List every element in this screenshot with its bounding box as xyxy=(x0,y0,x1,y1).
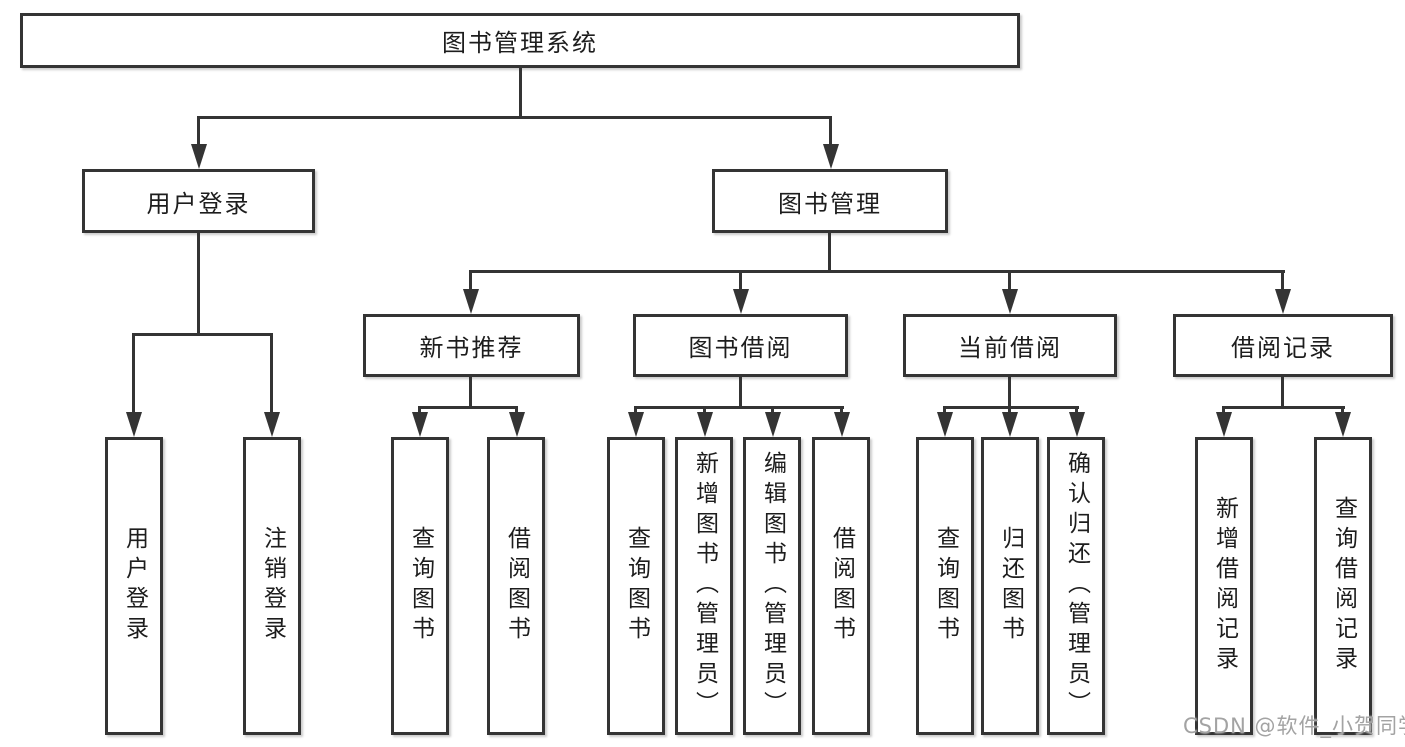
leaf-borrow-book-2: 借阅图书 xyxy=(812,437,870,735)
node-new-book-recommend: 新书推荐 xyxy=(363,314,580,377)
connector-bar xyxy=(1222,406,1345,409)
leaf-logout: 注销登录 xyxy=(243,437,301,735)
node-user-login-label: 用户登录 xyxy=(146,189,251,218)
leaf-user-login: 用户登录 xyxy=(105,437,163,735)
leaf-edit-book-admin: 编辑图书（管理员） xyxy=(743,437,801,735)
arrow-down-icon xyxy=(1002,289,1018,314)
leaf-user-login-label: 用户登录 xyxy=(121,526,148,646)
connector-stem xyxy=(1281,377,1284,408)
arrow-down-icon xyxy=(834,412,850,437)
connector-bar xyxy=(634,406,844,409)
arrow-down-icon xyxy=(463,289,479,314)
leaf-add-book-admin: 新增图书（管理员） xyxy=(675,437,733,735)
connector-drop xyxy=(1075,406,1078,415)
node-root: 图书管理系统 xyxy=(20,13,1020,68)
node-current-borrow-label: 当前借阅 xyxy=(958,334,1062,362)
node-new-book-recommend-label: 新书推荐 xyxy=(419,334,524,362)
connector-root-bar xyxy=(197,116,831,119)
connector-stem xyxy=(739,377,742,408)
connector-bar xyxy=(418,406,518,409)
leaf-query-borrow-record-label: 查询借阅记录 xyxy=(1330,496,1357,676)
connector-drop xyxy=(418,406,421,415)
connector-drop xyxy=(703,406,706,415)
leaf-query-book-1-label: 查询图书 xyxy=(407,526,434,646)
arrow-down-icon xyxy=(937,412,953,437)
arrow-down-icon xyxy=(1002,412,1018,437)
connector-drop xyxy=(270,333,273,415)
connector-stem xyxy=(1008,377,1011,408)
node-current-borrow: 当前借阅 xyxy=(903,314,1117,377)
connector-drop xyxy=(197,116,200,146)
connector-user-login-bar xyxy=(132,333,273,336)
leaf-edit-book-admin-label: 编辑图书（管理员） xyxy=(759,451,786,721)
arrow-down-icon xyxy=(264,412,280,437)
arrow-down-icon xyxy=(628,412,644,437)
connector-stem xyxy=(469,377,472,408)
leaf-query-book-2: 查询图书 xyxy=(607,437,665,735)
connector-drop xyxy=(469,270,472,291)
arrow-down-icon xyxy=(191,144,207,169)
connector-drop xyxy=(943,406,946,415)
connector-root-stem xyxy=(519,68,522,118)
arrow-down-icon xyxy=(697,412,713,437)
node-book-borrow: 图书借阅 xyxy=(633,314,848,377)
connector-drop xyxy=(515,406,518,415)
leaf-query-book-1: 查询图书 xyxy=(391,437,449,735)
connector-user-login-stem xyxy=(197,233,200,335)
connector-drop xyxy=(132,333,135,415)
node-book-management-label: 图书管理 xyxy=(778,189,882,218)
arrow-down-icon xyxy=(1275,289,1291,314)
leaf-add-borrow-record: 新增借阅记录 xyxy=(1195,437,1253,735)
leaf-return-book-label: 归还图书 xyxy=(997,526,1024,646)
connector-drop xyxy=(1281,270,1284,291)
connector-drop xyxy=(1008,406,1011,415)
connector-drop xyxy=(1008,270,1011,291)
arrow-down-icon xyxy=(823,144,839,169)
csdn-watermark: CSDN @软件_小贺同学 xyxy=(1183,714,1405,738)
node-borrow-record-label: 借阅记录 xyxy=(1231,334,1335,362)
leaf-confirm-return-admin: 确认归还（管理员） xyxy=(1047,437,1105,735)
node-borrow-record: 借阅记录 xyxy=(1173,314,1393,377)
leaf-add-borrow-record-label: 新增借阅记录 xyxy=(1211,496,1238,676)
leaf-add-book-admin-label: 新增图书（管理员） xyxy=(691,451,718,721)
connector-drop xyxy=(739,270,742,291)
leaf-query-borrow-record: 查询借阅记录 xyxy=(1314,437,1372,735)
connector-bar xyxy=(943,406,1079,409)
node-root-label: 图书管理系统 xyxy=(442,29,598,57)
connector-drop xyxy=(1341,406,1344,415)
connector-drop xyxy=(771,406,774,415)
leaf-query-book-2-label: 查询图书 xyxy=(623,526,650,646)
connector-book-mgmt-stem xyxy=(828,233,831,272)
leaf-logout-label: 注销登录 xyxy=(259,526,286,646)
arrow-down-icon xyxy=(509,412,525,437)
leaf-return-book: 归还图书 xyxy=(981,437,1039,735)
connector-drop xyxy=(1222,406,1225,415)
connector-drop xyxy=(840,406,843,415)
arrow-down-icon xyxy=(1216,412,1232,437)
arrow-down-icon xyxy=(1069,412,1085,437)
leaf-borrow-book-1: 借阅图书 xyxy=(487,437,545,735)
leaf-query-book-3: 查询图书 xyxy=(916,437,974,735)
leaf-borrow-book-2-label: 借阅图书 xyxy=(828,526,855,646)
connector-book-mgmt-bar xyxy=(469,270,1285,273)
arrow-down-icon xyxy=(1335,412,1351,437)
arrow-down-icon xyxy=(412,412,428,437)
arrow-down-icon xyxy=(126,412,142,437)
leaf-borrow-book-1-label: 借阅图书 xyxy=(503,526,530,646)
connector-drop xyxy=(829,116,832,146)
leaf-confirm-return-admin-label: 确认归还（管理员） xyxy=(1063,451,1090,721)
leaf-query-book-3-label: 查询图书 xyxy=(932,526,959,646)
arrow-down-icon xyxy=(733,289,749,314)
node-book-borrow-label: 图书借阅 xyxy=(688,334,793,362)
node-user-login: 用户登录 xyxy=(82,169,315,233)
arrow-down-icon xyxy=(765,412,781,437)
node-book-management: 图书管理 xyxy=(712,169,948,233)
connector-drop xyxy=(634,406,637,415)
